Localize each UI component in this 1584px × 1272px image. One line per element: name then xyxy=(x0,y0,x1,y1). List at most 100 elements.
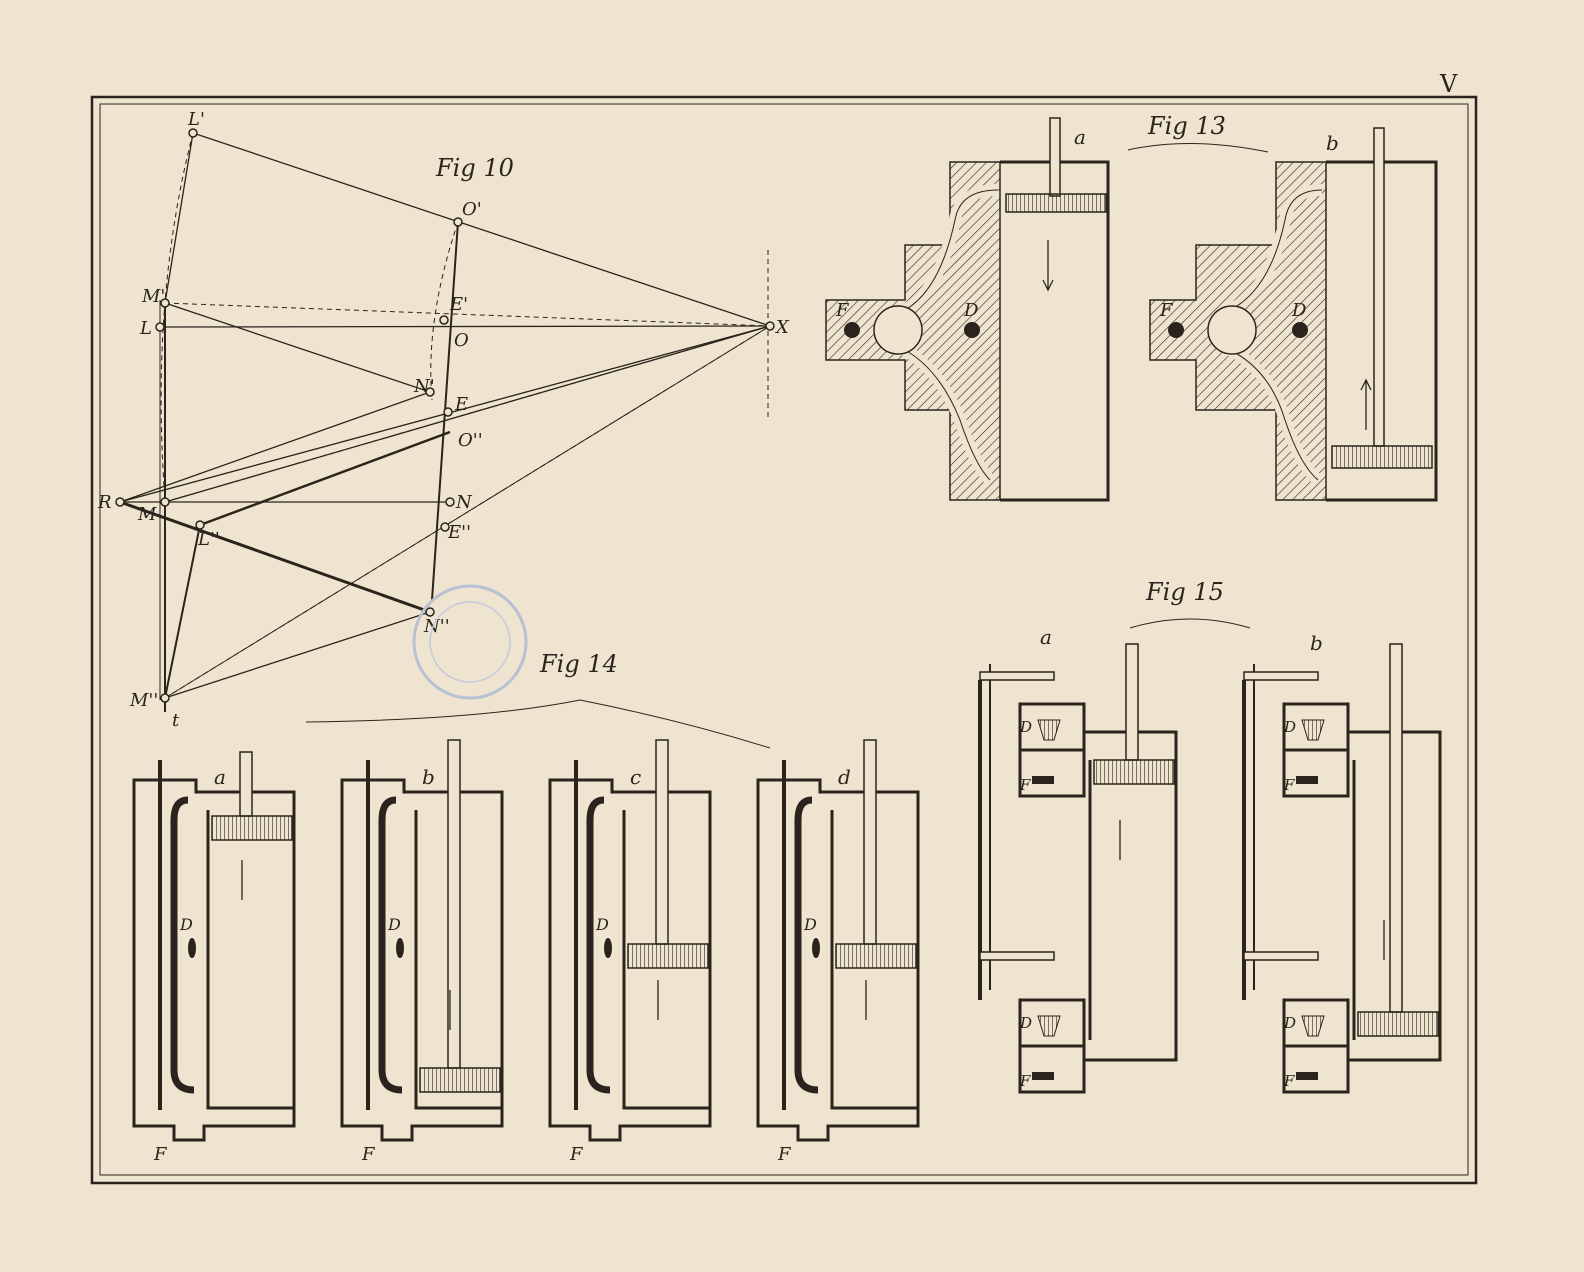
fig14-panel-a: aDF xyxy=(132,751,296,1165)
fig15-b-label-D-upper: D xyxy=(1283,718,1296,736)
fig14-c-port xyxy=(604,938,612,958)
fig14-c-piston xyxy=(627,943,709,969)
fig14-c-slide-valve xyxy=(586,796,611,1094)
library-stamp-inner xyxy=(429,601,511,683)
fig13-a-label-F: F xyxy=(835,300,850,321)
fig14-b-letter: b xyxy=(422,765,435,789)
fig14-a-slide-valve xyxy=(170,796,195,1094)
fig15-b-upper-poppet xyxy=(1301,719,1325,741)
fig10-diagram: Fig 10 xyxy=(97,109,790,731)
point-R xyxy=(115,497,125,507)
library-stamp xyxy=(412,584,528,700)
fig13-a-label-D: D xyxy=(963,300,979,321)
label-M: M xyxy=(137,504,157,525)
fig15-a-piston xyxy=(1093,759,1175,785)
fig15-a-lower-lever xyxy=(979,951,1055,961)
fig14-a-label-F: F xyxy=(153,1144,168,1165)
label-X: X xyxy=(774,317,790,338)
fig14-panel-c: cDF xyxy=(548,739,712,1165)
label-O: O xyxy=(454,330,469,351)
inner-border xyxy=(99,103,1469,1176)
label-O2: O'' xyxy=(458,430,483,451)
fig13-a-port-F xyxy=(844,322,860,338)
label-L1: L' xyxy=(187,109,205,130)
label-O1: O' xyxy=(462,199,482,220)
fig13-title: Fig 13 xyxy=(1147,112,1226,140)
label-L2: L'' xyxy=(197,529,220,550)
fig14-d-piston-rod xyxy=(863,739,877,945)
fig15-b-label-D-lower: D xyxy=(1283,1014,1296,1032)
label-N: N xyxy=(455,492,473,513)
label-N2: N'' xyxy=(423,616,450,637)
fig14-d-piston xyxy=(835,943,917,969)
label-M1: M' xyxy=(141,286,165,307)
fig14-b-inner-wall xyxy=(414,810,502,1110)
dash-M2-X xyxy=(164,325,771,699)
fig13-panel-a: a F D xyxy=(825,117,1110,502)
fig14-d-slide-valve xyxy=(794,796,819,1094)
point-L2 xyxy=(195,520,205,530)
fig13-a-port-D xyxy=(964,322,980,338)
fig14-c-piston-rod xyxy=(655,739,669,945)
fig15-title: Fig 15 xyxy=(1145,578,1224,606)
fig13-a-letter: a xyxy=(1074,125,1086,149)
fig14-brace xyxy=(305,699,771,749)
fig15-b-label-F-upper: F xyxy=(1283,776,1295,794)
outer-border xyxy=(90,95,1478,1185)
fig13-b-piston xyxy=(1331,445,1433,469)
fig14-b-piston xyxy=(419,1067,501,1093)
fig13-b-arrowhead xyxy=(1360,378,1372,391)
fig14-b-port xyxy=(396,938,404,958)
fig15-b-lower-port xyxy=(1296,1072,1318,1080)
fig13-a-valve xyxy=(873,305,923,355)
fig14-b-slide-valve xyxy=(378,796,403,1094)
fig15-a-upper-port xyxy=(1032,776,1054,784)
ray-L2-M2 xyxy=(164,524,201,699)
fig15-b-label-F-lower: F xyxy=(1283,1072,1295,1090)
ray-L1-X xyxy=(192,132,771,327)
fig15-b-upper-port xyxy=(1296,776,1318,784)
fig15-b-lower-poppet xyxy=(1301,1015,1325,1037)
point-M2 xyxy=(160,693,170,703)
fig14-d-casing xyxy=(756,778,920,1142)
point-E2 xyxy=(440,522,450,532)
point-M xyxy=(160,497,170,507)
fig14-a-label-D: D xyxy=(179,915,193,934)
fig13-a-arrowhead xyxy=(1042,279,1054,292)
label-t: t xyxy=(172,710,180,731)
fig15-a-label-F-lower: F xyxy=(1019,1072,1031,1090)
label-M2: M'' xyxy=(129,690,158,711)
point-O1 xyxy=(453,217,463,227)
point-N1 xyxy=(425,387,435,397)
fig15-a-letter: a xyxy=(1040,625,1052,649)
fig15-panel-b: D F D F xyxy=(1242,643,1442,1094)
point-E xyxy=(443,407,453,417)
fig13-brace xyxy=(1127,143,1269,153)
point-N xyxy=(445,497,455,507)
label-N1: N' xyxy=(413,376,435,397)
label-R: R xyxy=(97,492,112,513)
point-N2 xyxy=(425,607,435,617)
ray-L2-O2 xyxy=(199,430,451,527)
fig15-brace xyxy=(1129,618,1251,629)
point-L xyxy=(155,322,165,332)
fig14-b-label-D: D xyxy=(387,915,401,934)
fig14-c-letter: c xyxy=(630,765,641,789)
fig14-c-label-D: D xyxy=(595,915,609,934)
point-M1 xyxy=(160,298,170,308)
fig14-d-label-D: D xyxy=(803,915,817,934)
point-X xyxy=(765,321,775,331)
fig14-d-label-F: F xyxy=(777,1144,792,1165)
point-E1 xyxy=(439,315,449,325)
fig15-a-label-F-upper: F xyxy=(1019,776,1031,794)
fig15-b-lower-lever xyxy=(1243,951,1319,961)
fig13-b-label-D: D xyxy=(1291,300,1307,321)
fig13-panel-b: b F D xyxy=(1149,127,1438,502)
fig14-a-piston-rod xyxy=(239,751,253,817)
fig15-a-upper-lever xyxy=(979,671,1055,681)
